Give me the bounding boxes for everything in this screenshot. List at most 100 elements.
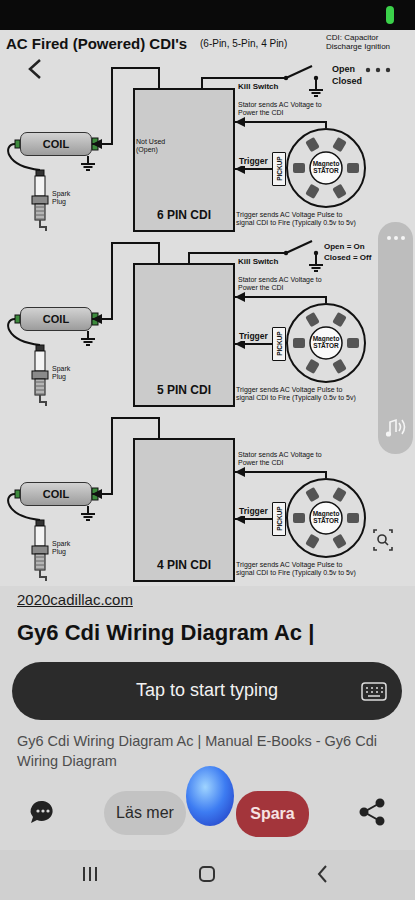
thread-line — [35, 565, 45, 566]
magnet-pole — [332, 534, 347, 549]
thread-line — [35, 219, 45, 220]
share-icon — [361, 800, 384, 825]
menu-icon — [366, 68, 390, 72]
thread-line — [35, 211, 45, 212]
plug-electrode — [40, 395, 46, 406]
signal-note: Stator sends AC Voltage to Power the CDI — [238, 101, 330, 117]
part-name: COIL — [43, 138, 69, 150]
status-indicator — [386, 6, 394, 24]
plug-hex — [32, 371, 48, 379]
wiring-illustration — [8, 66, 359, 581]
thread-line — [35, 569, 45, 570]
thread-line — [35, 390, 45, 391]
magnet-pole — [332, 312, 347, 327]
magnet-pole — [332, 184, 347, 199]
magnet-pole — [347, 163, 359, 173]
box-title: 6 PIN CDI — [157, 209, 211, 222]
box-title: 5 PIN CDI — [157, 384, 211, 397]
signal-note: Stator sends AC Voltage to Power the CDI — [238, 276, 330, 292]
magnet-pole — [347, 513, 359, 523]
switch-contact — [284, 76, 288, 80]
diagram-title: AC Fired (Powered) CDI's — [6, 35, 187, 52]
ignition-coil: COIL — [20, 307, 92, 331]
plug-insulator — [35, 176, 45, 196]
ground-symbol — [81, 339, 95, 345]
pickup-coil: PICKUP — [272, 502, 286, 536]
plug-thread — [35, 379, 45, 395]
magneto-stator: Magneto STATOR — [286, 478, 366, 558]
plug-terminal — [36, 345, 44, 351]
magnet-pole — [305, 359, 320, 374]
nav-back-icon — [319, 866, 326, 882]
magnet-pole — [332, 487, 347, 502]
switch-lever — [286, 241, 312, 253]
magnet-pole — [305, 184, 320, 199]
wire-connector — [235, 472, 326, 478]
ground-wire — [87, 506, 89, 514]
plug-electrode — [40, 220, 46, 231]
source-link: 2020cadillac.com — [17, 591, 133, 608]
switch-label: Kill Switch — [238, 82, 278, 91]
status-bar — [0, 0, 415, 30]
switch-label: Kill Switch — [238, 257, 278, 266]
switch-contact — [314, 251, 318, 255]
save-button: Spara — [236, 791, 309, 837]
wire-connector — [235, 122, 326, 128]
part-name: PICKUP — [275, 507, 282, 532]
stator-hub — [310, 327, 342, 359]
panel-menu-icon — [387, 236, 405, 240]
signal-label: Trigger — [238, 331, 269, 341]
part-name: COIL — [43, 313, 69, 325]
subtitle: (6-Pin, 5-Pin, 4 Pin) — [200, 38, 287, 50]
input-hint: Tap to start typing — [136, 681, 278, 701]
switch-contact — [314, 76, 318, 80]
button-text: Spara — [250, 805, 294, 823]
signal-note: Trigger sends AC Voltage Pulse to signal… — [236, 386, 360, 402]
signal-note: Trigger sends AC Voltage Pulse to signal… — [236, 211, 360, 227]
part-name: PICKUP — [275, 157, 282, 182]
thread-line — [35, 215, 45, 216]
lens-icon — [374, 530, 392, 550]
cdi-box: 4 PIN CDI — [133, 438, 235, 582]
keyboard-icon — [362, 683, 386, 700]
thread-line — [35, 561, 45, 562]
switch-contact — [284, 251, 288, 255]
read-more-button: Läs mer — [104, 791, 186, 835]
magnet-pole — [305, 312, 320, 327]
part-name: Magneto STATOR — [311, 511, 341, 525]
part-label: Spark Plug — [52, 190, 78, 206]
pin-title: Gy6 Cdi Wiring Diagram Ac | — [17, 620, 397, 645]
part-name: Magneto STATOR — [311, 161, 341, 175]
magnet-pole — [293, 338, 305, 348]
plug-terminal — [36, 520, 44, 526]
ground-wire — [87, 156, 89, 164]
diagram-image — [0, 30, 415, 586]
back-icon — [30, 60, 40, 78]
pin-note: Not Used (Open) — [136, 138, 167, 154]
magnet-pole — [305, 534, 320, 549]
wire-connector — [235, 297, 326, 303]
wire-connector — [235, 343, 272, 345]
stator-hub — [310, 502, 342, 534]
ground-wire — [87, 331, 89, 339]
stator-hub — [310, 152, 342, 184]
part-name: Magneto STATOR — [311, 336, 341, 350]
magnet-pole — [332, 137, 347, 152]
thread-line — [35, 382, 45, 383]
header-note: CDI: Capacitor Discharge Ignition — [326, 33, 408, 51]
part-label: Spark Plug — [52, 365, 78, 381]
magnet-pole — [293, 513, 305, 523]
signal-note: Stator sends AC Voltage to Power the CDI — [238, 451, 330, 467]
magnet-pole — [347, 338, 359, 348]
cdi-box: 6 PIN CDI — [133, 88, 235, 232]
plug-insulator — [35, 526, 45, 546]
signal-label: Trigger — [238, 156, 269, 166]
home-icon — [200, 867, 214, 881]
switch-state: Open — [332, 64, 355, 74]
switch-state: Open = On — [324, 242, 365, 251]
nav-bar — [0, 850, 415, 900]
thread-line — [35, 557, 45, 558]
thread-line — [35, 386, 45, 387]
recent-apps-icon — [84, 867, 96, 881]
plug-thread — [35, 204, 45, 220]
